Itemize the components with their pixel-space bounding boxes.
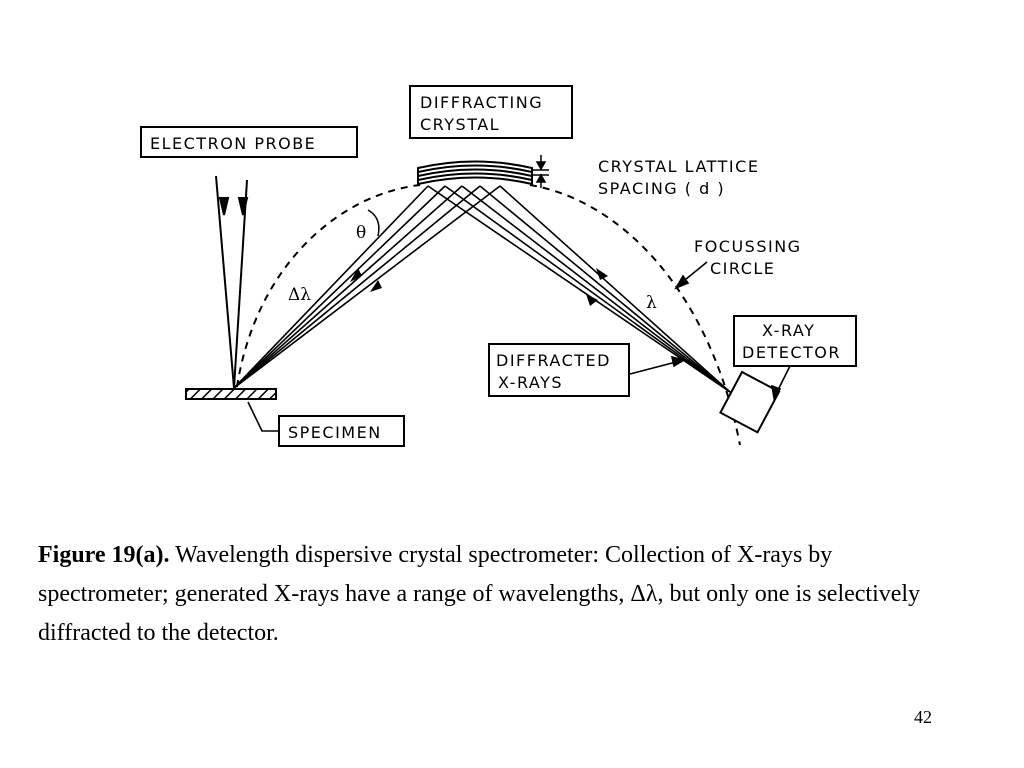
lambda-symbol: λ bbox=[646, 293, 657, 313]
incident-xray-fan bbox=[233, 185, 501, 389]
detector-label-2: DETECTOR bbox=[742, 343, 841, 362]
diffracted-label-1: DIFFRACTED bbox=[496, 351, 611, 370]
theta-symbol: θ bbox=[356, 223, 366, 243]
detector-label-1: X-RAY bbox=[762, 321, 815, 340]
lattice-label-2: SPACING ( d ) bbox=[598, 179, 725, 198]
specimen-plate bbox=[185, 388, 277, 400]
page-number: 42 bbox=[914, 707, 932, 727]
figure-caption: Figure 19(a). Wavelength dispersive crys… bbox=[38, 536, 968, 653]
diffracted-xrays-box bbox=[488, 343, 630, 397]
focussing-label-1: FOCUSSING bbox=[694, 237, 802, 256]
detector-box bbox=[733, 315, 857, 367]
focussing-circle bbox=[236, 184, 741, 446]
caption-lead: Figure 19(a). bbox=[38, 542, 170, 568]
diffracting-crystal bbox=[417, 160, 533, 186]
diffracted-xray-fan bbox=[427, 185, 731, 393]
specimen-label: SPECIMEN bbox=[288, 423, 382, 442]
delta-lambda-symbol: Δλ bbox=[288, 285, 311, 305]
diffracted-label-2: X-RAYS bbox=[498, 373, 563, 392]
electron-probe-box bbox=[140, 126, 358, 158]
ray-arrowheads bbox=[350, 268, 608, 306]
xray-detector-box bbox=[719, 370, 781, 434]
electron-probe-label: ELECTRON PROBE bbox=[150, 134, 316, 153]
electron-probe-beams bbox=[215, 175, 249, 389]
diffracting-crystal-label-2: CRYSTAL bbox=[420, 115, 500, 134]
spectrometer-diagram: ELECTRON PROBE DIFFRACTING CRYSTAL CRYST… bbox=[140, 85, 857, 447]
leader-lines bbox=[247, 261, 791, 432]
diffracting-crystal-box bbox=[409, 85, 573, 139]
focussing-label-2: CIRCLE bbox=[710, 259, 775, 278]
theta-angle-arc bbox=[367, 209, 380, 237]
lattice-spacing-indicator bbox=[533, 155, 549, 188]
caption-text: Wavelength dispersive crystal spectromet… bbox=[38, 542, 921, 646]
diffracting-crystal-label-1: DIFFRACTING bbox=[420, 93, 543, 112]
lattice-label-1: CRYSTAL LATTICE bbox=[598, 157, 759, 176]
